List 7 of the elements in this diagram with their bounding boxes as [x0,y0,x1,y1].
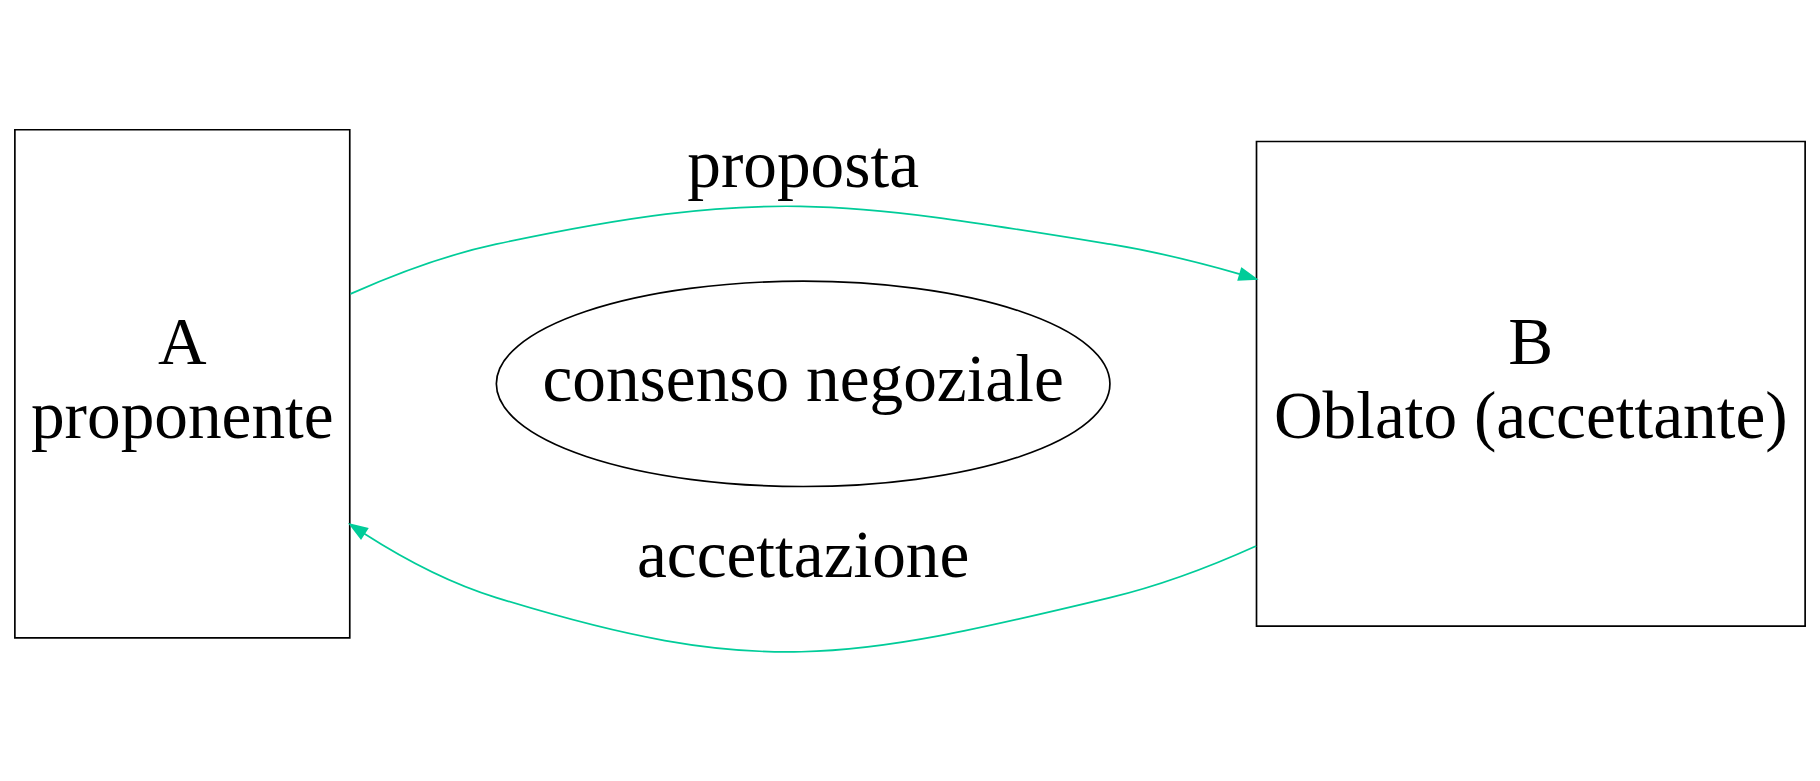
arrow [348,522,1257,653]
edge-label: proposta [687,126,920,202]
node-ellipse: consenso negoziale [495,279,1111,487]
node-box: B Oblato (accettante) [1255,140,1806,627]
node-box: A proponente [14,128,351,639]
edge-label: accettazione [636,516,970,592]
arrow [349,205,1259,295]
